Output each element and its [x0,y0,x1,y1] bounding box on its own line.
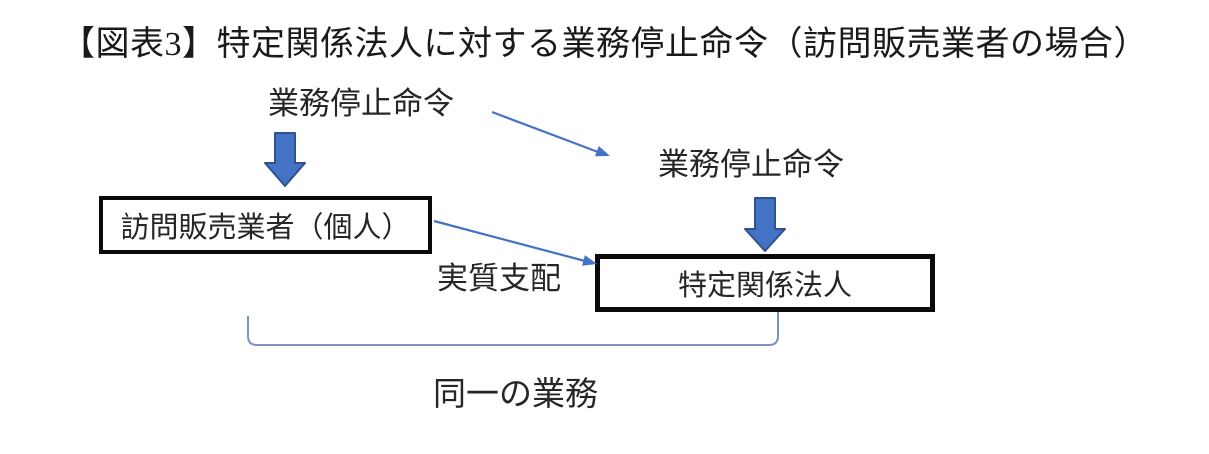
same-business-bracket-icon [247,312,779,346]
box-door-to-door-seller: 訪問販売業者（個人） [99,196,432,254]
box-specified-related-corporation-label: 特定関係法人 [677,270,852,302]
figure-title: 【図表3】特定関係法人に対する業務停止命令（訪問販売業者の場合） [61,26,1148,63]
diagonal-arrow-icon [491,110,610,157]
box-specified-related-corporation: 特定関係法人 [595,254,935,312]
down-block-arrow-icon [264,132,306,187]
label-substantial-control: 実質支配 [437,261,561,296]
down-block-arrow-icon [744,197,786,252]
label-suspension-order-right: 業務停止命令 [658,147,844,182]
box-door-to-door-seller-label: 訪問販売業者（個人） [120,212,411,244]
label-suspension-order-left: 業務停止命令 [268,86,454,121]
label-same-business: 同一の業務 [433,375,598,412]
diagonal-arrow-icon [433,219,597,266]
